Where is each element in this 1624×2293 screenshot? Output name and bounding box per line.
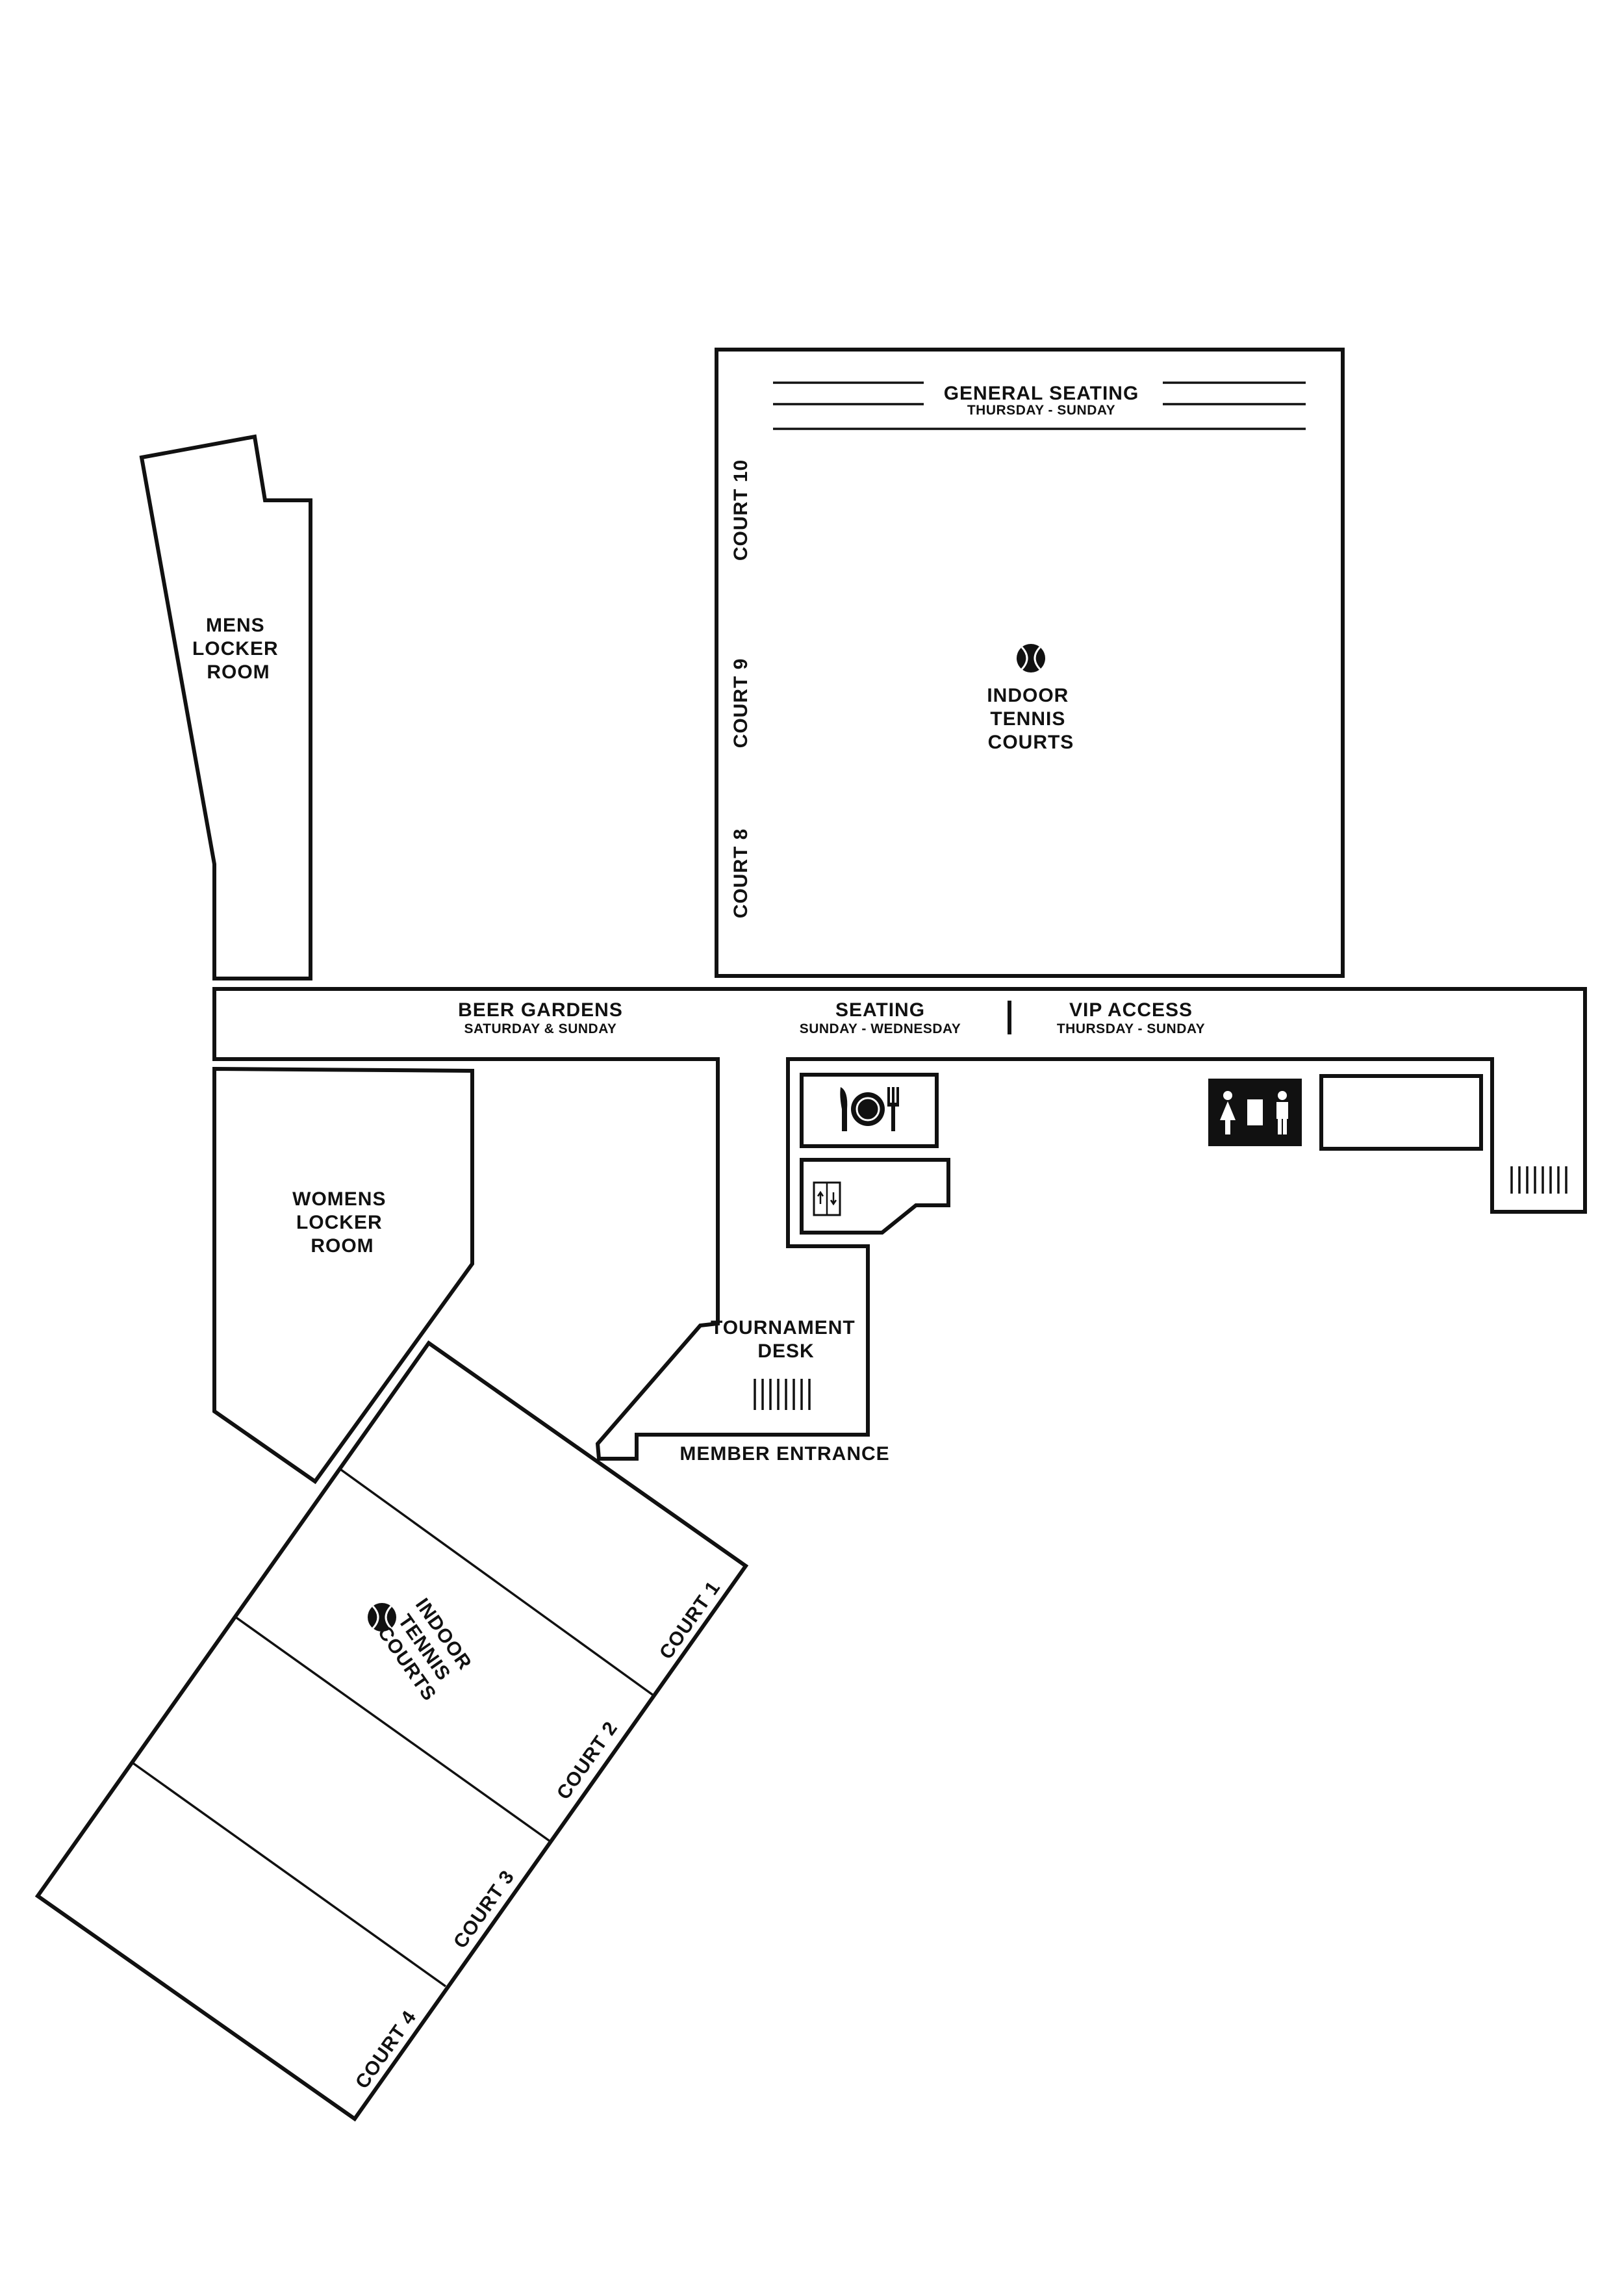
- court-9-label: COURT 9: [730, 658, 752, 749]
- vip-access-days: THURSDAY - SUNDAY: [1057, 1021, 1205, 1036]
- beer-gardens-days: SATURDAY & SUNDAY: [464, 1021, 617, 1036]
- womens-locker-label: WOMENS LOCKER ROOM: [292, 1188, 392, 1257]
- beer-gardens-title: BEER GARDENS: [458, 999, 623, 1021]
- tournament-desk-label: TOURNAMENT DESK: [711, 1317, 861, 1362]
- general-seating-days: THURSDAY - SUNDAY: [967, 403, 1115, 418]
- elevator-room[interactable]: [800, 1158, 950, 1235]
- court-divider: [131, 1761, 447, 1988]
- seating-days: SUNDAY - WEDNESDAY: [800, 1021, 961, 1036]
- member-entrance-label[interactable]: MEMBER ENTRANCE: [679, 1443, 889, 1465]
- indoor-courts-south-building[interactable]: [34, 1340, 749, 2122]
- main-concourse[interactable]: [212, 987, 1587, 1461]
- elevator-icon: [813, 1181, 841, 1216]
- indoor-courts-north-building[interactable]: [715, 348, 1345, 978]
- stairs-icon: [1510, 1166, 1567, 1194]
- tennis-ball-icon: [368, 1603, 396, 1632]
- dining-room[interactable]: [800, 1073, 939, 1148]
- stairs-icon: [754, 1379, 811, 1410]
- vip-access-title: VIP ACCESS: [1069, 999, 1193, 1021]
- mens-locker-label: MENS LOCKER ROOM: [192, 615, 285, 683]
- seating-title: SEATING: [835, 999, 925, 1021]
- court-10-label: COURT 10: [730, 459, 752, 561]
- tennis-ball-icon: [1017, 644, 1045, 673]
- vip-access-zone[interactable]: VIP ACCESS THURSDAY - SUNDAY: [1057, 999, 1205, 1036]
- general-seating-title: GENERAL SEATING: [944, 383, 1139, 404]
- court-divider: [235, 1616, 552, 1843]
- court-1-label: COURT 1: [655, 1577, 725, 1663]
- court-8-label: COURT 8: [730, 828, 752, 919]
- general-seating-zone[interactable]: GENERAL SEATING THURSDAY - SUNDAY: [773, 381, 1306, 430]
- vip-room[interactable]: [1319, 1074, 1483, 1151]
- beer-gardens-zone[interactable]: BEER GARDENS SATURDAY & SUNDAY: [458, 999, 623, 1036]
- dining-icon: [840, 1087, 899, 1131]
- seating-zone[interactable]: SEATING SUNDAY - WEDNESDAY: [800, 999, 961, 1036]
- restroom-icon[interactable]: [1208, 1079, 1302, 1146]
- court-divider: [340, 1468, 655, 1697]
- mens-locker-room[interactable]: [139, 434, 312, 980]
- indoor-courts-north-label: INDOOR TENNIS COURTS: [987, 685, 1074, 753]
- court-4-label: COURT 4: [351, 2006, 421, 2093]
- womens-locker-room[interactable]: [212, 1066, 474, 1485]
- court-3-label: COURT 3: [450, 1866, 519, 1953]
